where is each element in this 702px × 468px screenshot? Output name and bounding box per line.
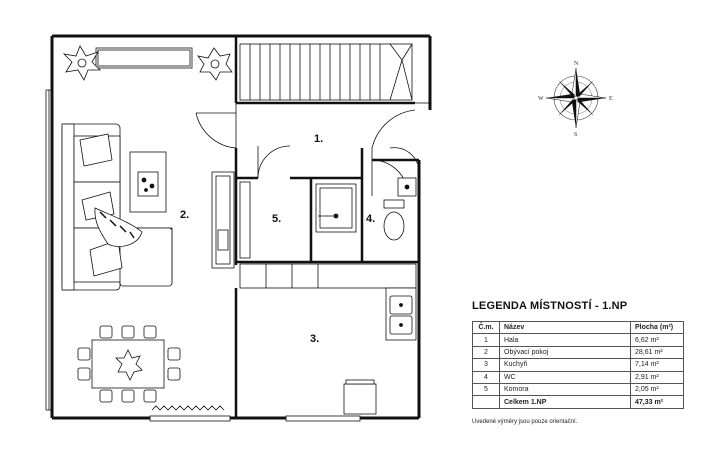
outer-walls: [50, 34, 432, 420]
tv-cabinet: [211, 171, 235, 269]
plant-left: [62, 45, 101, 81]
cell-num: 4: [472, 370, 500, 384]
table-row: 4 WC 2,91 m²: [472, 370, 684, 384]
cell-name: Komora: [499, 382, 631, 397]
left-window: [45, 89, 52, 411]
cell-name: WC: [499, 370, 631, 384]
radiator: [151, 405, 225, 411]
legend-table: Č.m. Název Plocha (m²) 1 Hala 6,62 m² 2 …: [472, 320, 684, 409]
legend-note: Uvedené výměry jsou pouze orientační.: [472, 418, 578, 425]
header-name: Název: [499, 320, 631, 335]
doors: [195, 102, 430, 197]
header-area: Plocha (m²): [630, 320, 684, 335]
legend-title: LEGENDA MÍSTNOSTÍ - 1.NP: [472, 300, 628, 312]
cell-area: 2,91 m²: [630, 370, 684, 384]
cell-area: 6,62 m²: [630, 333, 684, 347]
cell-area: 2,05 m²: [630, 382, 684, 397]
table-total-row: Celkem 1.NP 47,33 m²: [472, 395, 684, 409]
storage-shelves: [239, 181, 251, 259]
sofa: [61, 123, 173, 291]
table-row: 2 Obývací pokoj 28,61 m²: [472, 345, 684, 360]
compass-rose: N S E W: [538, 61, 613, 138]
compass-north: N: [574, 61, 579, 67]
wc-fixtures: [315, 177, 417, 241]
cell-name: Celkem 1.NP: [499, 395, 631, 409]
cell-area: 28,61 m²: [630, 345, 684, 360]
room-number-2: 2.: [180, 209, 189, 221]
sideboard: [95, 47, 193, 69]
cell-num: 1: [472, 333, 500, 347]
cell-name: Hala: [499, 333, 631, 347]
cell-num: 3: [472, 358, 500, 372]
header-num: Č.m.: [472, 320, 500, 335]
room-number-1: 1.: [314, 133, 323, 145]
room-number-4: 4.: [366, 213, 375, 225]
cell-num: 2: [472, 345, 500, 360]
compass-east: E: [609, 96, 613, 102]
legend-header-row: Č.m. Název Plocha (m²): [472, 320, 684, 335]
room-number-5: 5.: [272, 213, 281, 225]
table-row: 3 Kuchyň 7,14 m²: [472, 358, 684, 372]
cell-num: [472, 395, 500, 409]
table-row: 5 Komora 2,05 m²: [472, 382, 684, 397]
plant-right: [197, 47, 233, 81]
cell-name: Obývací pokoj: [499, 345, 631, 360]
cell-name: Kuchyň: [499, 358, 631, 372]
room-legend: LEGENDA MÍSTNOSTÍ - 1.NP Č.m. Název Ploc…: [472, 300, 684, 425]
bottom-windows: [149, 415, 361, 422]
kitchen-counters: [239, 263, 417, 415]
compass-south: S: [574, 132, 577, 138]
interior-walls: [234, 36, 419, 418]
cell-area: 47,33 m²: [630, 395, 684, 409]
stairs: [239, 43, 413, 101]
cell-area: 7,14 m²: [630, 358, 684, 372]
cell-num: 5: [472, 382, 500, 397]
table-row: 1 Hala 6,62 m²: [472, 333, 684, 347]
coffee-table: [129, 151, 167, 213]
room-number-3: 3.: [310, 333, 319, 345]
compass-west: W: [538, 96, 544, 102]
dining-set: [77, 325, 181, 403]
